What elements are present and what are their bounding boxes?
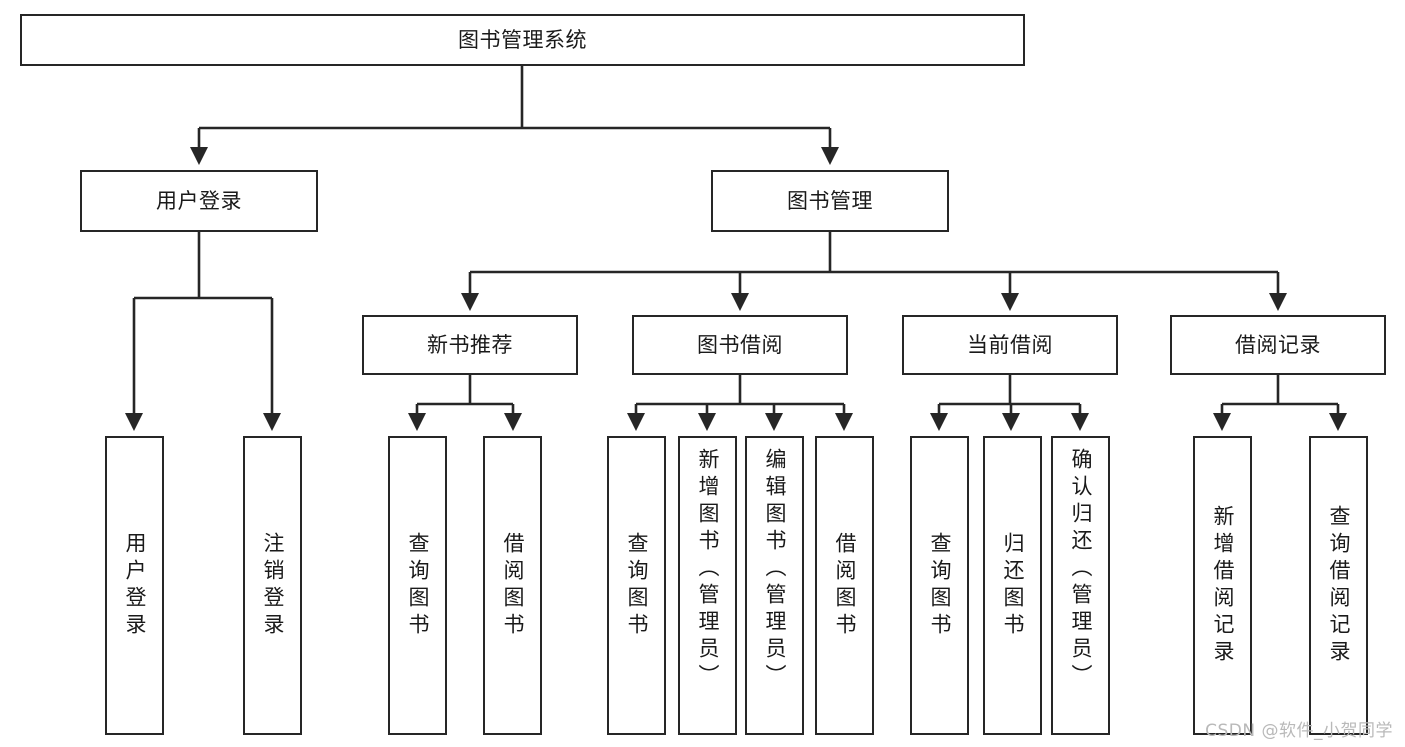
node-leaf-confirm-return-label: 确认归还（管理员） (1069, 448, 1093, 691)
node-leaf-query-book-2[interactable]: 查询图书 (607, 436, 666, 735)
node-leaf-edit-book[interactable]: 编辑图书（管理员） (745, 436, 804, 735)
node-leaf-add-record[interactable]: 新增借阅记录 (1193, 436, 1252, 735)
node-current-borrow-label: 当前借阅 (967, 332, 1053, 357)
node-leaf-logout-login[interactable]: 注销登录 (243, 436, 302, 735)
node-new-book-recommend[interactable]: 新书推荐 (362, 315, 578, 375)
node-leaf-add-book[interactable]: 新增图书（管理员） (678, 436, 737, 735)
node-leaf-borrow-book-1[interactable]: 借阅图书 (483, 436, 542, 735)
node-leaf-confirm-return[interactable]: 确认归还（管理员） (1051, 436, 1110, 735)
node-leaf-query-record[interactable]: 查询借阅记录 (1309, 436, 1368, 735)
node-leaf-borrow-book-1-label: 借阅图书 (501, 531, 525, 640)
node-leaf-query-book-2-label: 查询图书 (625, 531, 649, 640)
node-leaf-user-login[interactable]: 用户登录 (105, 436, 164, 735)
node-leaf-logout-login-label: 注销登录 (261, 531, 285, 640)
node-leaf-query-book-1-label: 查询图书 (406, 531, 430, 640)
node-book-management[interactable]: 图书管理 (711, 170, 949, 232)
node-leaf-add-record-label: 新增借阅记录 (1211, 504, 1235, 667)
node-book-management-label: 图书管理 (787, 188, 873, 213)
node-leaf-query-record-label: 查询借阅记录 (1327, 504, 1351, 667)
node-borrow-record[interactable]: 借阅记录 (1170, 315, 1386, 375)
node-leaf-borrow-book-2-label: 借阅图书 (833, 531, 857, 640)
node-leaf-edit-book-label: 编辑图书（管理员） (763, 448, 787, 691)
node-user-login[interactable]: 用户登录 (80, 170, 318, 232)
node-book-borrow-label: 图书借阅 (697, 332, 783, 357)
node-leaf-query-book-3[interactable]: 查询图书 (910, 436, 969, 735)
node-book-borrow[interactable]: 图书借阅 (632, 315, 848, 375)
node-leaf-query-book-3-label: 查询图书 (928, 531, 952, 640)
node-leaf-return-book[interactable]: 归还图书 (983, 436, 1042, 735)
node-leaf-query-book-1[interactable]: 查询图书 (388, 436, 447, 735)
node-leaf-user-login-label: 用户登录 (123, 531, 147, 640)
csdn-watermark: CSDN @软件_小贺同学 (1205, 721, 1393, 741)
node-leaf-return-book-label: 归还图书 (1001, 531, 1025, 640)
node-borrow-record-label: 借阅记录 (1235, 332, 1321, 357)
node-root-label: 图书管理系统 (458, 27, 587, 52)
node-root[interactable]: 图书管理系统 (20, 14, 1025, 66)
node-leaf-add-book-label: 新增图书（管理员） (696, 448, 720, 691)
node-current-borrow[interactable]: 当前借阅 (902, 315, 1118, 375)
node-leaf-borrow-book-2[interactable]: 借阅图书 (815, 436, 874, 735)
node-new-book-recommend-label: 新书推荐 (427, 332, 513, 357)
node-user-login-label: 用户登录 (156, 188, 242, 213)
